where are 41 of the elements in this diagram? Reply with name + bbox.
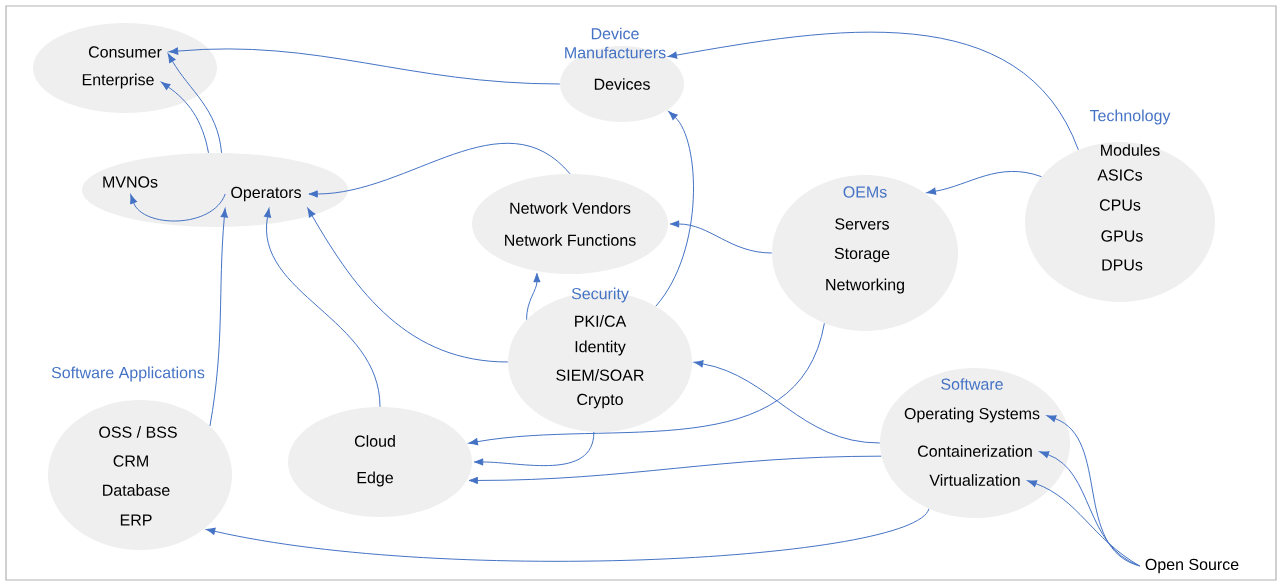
node-label: Open Source: [1145, 558, 1239, 574]
node-label: MVNOs: [103, 176, 158, 188]
bubble: Device Manufacturers Devices: [560, 27, 684, 122]
arrow: [468, 455, 882, 485]
node-label: Operating Systems: [904, 407, 1040, 423]
arrow: [209, 208, 228, 427]
arrow: [130, 193, 226, 222]
arrow: [926, 170, 1042, 195]
node-label: Operators: [231, 186, 301, 202]
arrow: [655, 111, 694, 307]
arrow: [205, 508, 930, 562]
arrow: [1046, 415, 1141, 567]
node-label: Virtualization: [929, 474, 1020, 486]
node-label: Consumer: [88, 46, 162, 58]
arrow: [473, 431, 595, 467]
arrow: [308, 143, 571, 198]
bubble: Security PKI/CA Identity SIEM/SOAR Crypto: [508, 287, 692, 432]
arrow: [167, 53, 223, 154]
bubble: Technology Modules ASICs CPUs GPUs DPUs: [1025, 109, 1215, 302]
arrow: [1027, 480, 1141, 567]
bubble: [82, 153, 348, 227]
bubble: Cloud Edge: [288, 407, 472, 517]
node-label: Containerization: [918, 445, 1032, 457]
arrow: [160, 81, 209, 154]
node-label: Technology: [1089, 109, 1171, 125]
arrow: [468, 322, 825, 446]
arrow: [669, 220, 773, 254]
arrow: [667, 31, 1079, 151]
bubble: Network Vendors Network Functions: [472, 174, 668, 274]
arrow: [263, 208, 381, 408]
bubble: OEMs Servers Storage Networking: [772, 175, 958, 331]
arrow: [307, 207, 509, 363]
node-label: Enterprise: [82, 73, 154, 89]
arrow: [693, 360, 881, 444]
arrow: [526, 272, 541, 321]
arrow: [168, 47, 561, 85]
node-label: Device: [591, 27, 639, 40]
bubble: [33, 23, 217, 113]
arrow: [1039, 451, 1141, 567]
node-label: Software Applications: [51, 366, 205, 382]
bubble: Software Applications OSS / BSS CRM Database ERP: [48, 366, 232, 550]
